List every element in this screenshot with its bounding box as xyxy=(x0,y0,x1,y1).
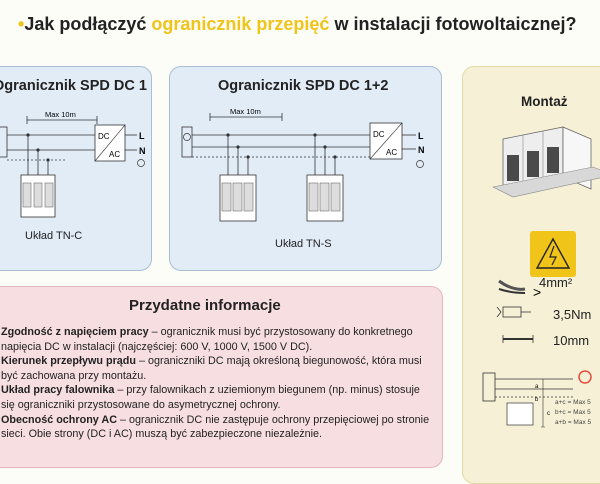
info-item: Zgodność z napięciem pracy – ogranicznik… xyxy=(1,325,431,354)
panel-spd-dc1-title: Ogranicznik SPD DC 1 xyxy=(0,78,147,94)
line-n-label: N xyxy=(418,145,425,155)
page-title: •Jak podłączyć ogranicznik przepięć w in… xyxy=(18,14,598,35)
ground-symbol-icon xyxy=(416,160,424,168)
max-distance-label: Max 10m xyxy=(230,107,261,116)
wiring-diagram-tn-s: Max 10m DC AC L N xyxy=(181,107,425,222)
info-item-text: – ograniczniki DC mają określoną bieguno… xyxy=(1,355,422,382)
spd-module-left-icon xyxy=(219,174,257,222)
distance-diagram-icon: a b c xyxy=(482,370,592,428)
label-b: b xyxy=(535,397,539,403)
panel-info-title: Przydatne informacje xyxy=(129,297,281,314)
spd-device-icon xyxy=(492,126,600,198)
inverter-dc-label: DC xyxy=(373,130,385,139)
title-prefix: Jak podłączyć xyxy=(24,14,152,34)
info-item-text: – ogranicznik DC nie zastępuje ochrony p… xyxy=(1,413,430,441)
wire-arrow-icon: > xyxy=(533,284,541,300)
panel-spd-dc1: Ogranicznik SPD DC 1 Max 10m DC AC L N U… xyxy=(0,66,152,271)
wiring-diagram-tn-c: Max 10m DC AC L N xyxy=(0,110,146,218)
inverter-ac-label: AC xyxy=(386,148,397,157)
panel-spd-dc1-caption: Układ TN-C xyxy=(25,230,83,242)
spd-module-right-icon xyxy=(306,174,344,222)
info-item-heading: Kierunek przepływu prądu xyxy=(1,355,136,368)
formula-a: a+c = Max 5 xyxy=(555,399,591,406)
pv-panel-icon xyxy=(0,126,8,158)
info-item-heading: Układ pracy falownika xyxy=(1,384,115,397)
info-item-heading: Obecność ochrony AC xyxy=(1,413,117,426)
info-item-text: – przy falownikach z uziemionym biegunem… xyxy=(1,384,420,411)
panel-spd-dc12: Ogranicznik SPD DC 1+2 Max 10m DC AC L N xyxy=(169,66,442,271)
inverter-ac-label: AC xyxy=(109,150,120,159)
label-a: a xyxy=(535,384,539,390)
line-n-label: N xyxy=(139,146,146,156)
info-item: Kierunek przepływu prądu – ograniczniki … xyxy=(1,354,431,383)
torque-screwdriver-icon xyxy=(496,306,531,318)
strip-length-icon xyxy=(502,335,534,343)
panel-mount: Montaż > xyxy=(462,66,600,484)
torque-label: 3,5Nm xyxy=(553,307,592,322)
pv-panel-icon xyxy=(181,126,193,158)
mounting-illustration: > a b c xyxy=(482,126,600,428)
label-c: c xyxy=(547,411,550,417)
formula-c: a+b = Max 5 xyxy=(555,419,592,426)
info-item-heading: Zgodność z napięciem pracy xyxy=(1,326,149,338)
title-suffix: w instalacji fotowoltaicznej? xyxy=(329,14,577,34)
warning-icon xyxy=(530,231,576,277)
formula-b: b+c = Max 5 xyxy=(555,409,591,416)
wire-icon xyxy=(498,279,526,294)
title-bullet: • xyxy=(18,14,25,34)
info-item-text: – ogranicznik musi być przystosowany do … xyxy=(1,326,413,353)
panel-spd-dc12-title: Ogranicznik SPD DC 1+2 xyxy=(218,78,389,94)
panel-spd-dc12-caption: Układ TN-S xyxy=(275,238,332,250)
din-rail-icon xyxy=(492,166,600,198)
panel-info: Przydatne informacje Zgodność z napięcie… xyxy=(0,286,443,468)
title-accent: ogranicznik przepięć xyxy=(151,14,330,34)
strip-length-label: 10mm xyxy=(553,333,590,348)
max-distance-label: Max 10m xyxy=(45,110,76,119)
info-item: Układ pracy falownika – przy falownikach… xyxy=(1,383,431,412)
spd-module-icon xyxy=(20,174,56,218)
ground-symbol-icon xyxy=(183,133,191,141)
inverter-dc-label: DC xyxy=(98,132,110,141)
line-l-label: L xyxy=(418,131,424,141)
ground-symbol-icon xyxy=(137,159,145,167)
panel-mount-title: Montaż xyxy=(521,94,568,109)
line-l-label: L xyxy=(139,131,145,141)
info-list: Zgodność z napięciem pracy – ogranicznik… xyxy=(1,325,431,442)
wire-size-label: 4mm² xyxy=(539,275,573,290)
info-item: Obecność ochrony AC – ogranicznik DC nie… xyxy=(1,413,431,442)
